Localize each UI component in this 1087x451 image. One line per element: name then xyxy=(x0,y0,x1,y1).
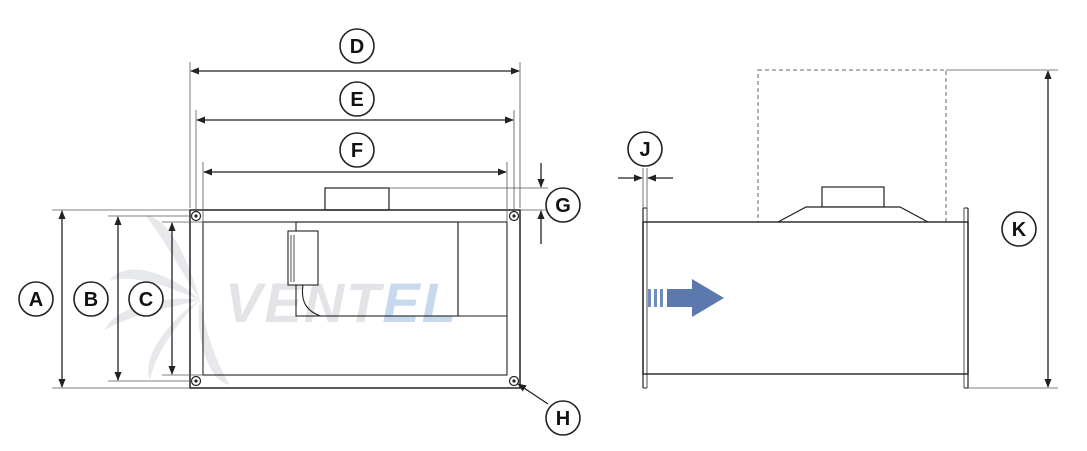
extension-lines-side xyxy=(642,69,1058,389)
callout-k-label: K xyxy=(1012,219,1027,241)
callout-g-label: G xyxy=(555,195,571,217)
callout-h: H xyxy=(545,400,581,436)
front-frame xyxy=(189,209,521,389)
side-top-stub xyxy=(821,186,885,208)
side-top-hood xyxy=(777,206,929,223)
callout-a: A xyxy=(18,281,54,317)
dimension-lines-front xyxy=(58,67,549,405)
callout-f-label: F xyxy=(351,140,363,162)
terminal-box xyxy=(287,230,319,286)
callout-e: E xyxy=(339,81,375,117)
callout-f: F xyxy=(339,132,375,168)
callout-c-label: C xyxy=(139,289,153,311)
callout-h-label: H xyxy=(556,408,570,430)
cable xyxy=(301,284,321,317)
callout-b-label: B xyxy=(84,289,98,311)
watermark-text-el: EL xyxy=(382,271,458,334)
callout-e-label: E xyxy=(350,89,363,111)
callout-a-label: A xyxy=(29,289,43,311)
callout-d-label: D xyxy=(350,36,364,58)
callout-j: J xyxy=(627,131,663,167)
extension-lines-front xyxy=(52,62,548,389)
fan-watermark-icon xyxy=(105,215,230,385)
callout-d: D xyxy=(339,28,375,64)
callout-c: C xyxy=(128,281,164,317)
svg-text:VENTEL: VENTEL xyxy=(225,271,458,334)
top-duct-stub xyxy=(324,187,390,211)
front-view xyxy=(189,187,521,389)
callout-b: B xyxy=(73,281,109,317)
airflow-arrow-icon xyxy=(648,279,724,317)
callout-j-label: J xyxy=(639,139,650,161)
callouts: A B C D E F G H xyxy=(18,28,1037,436)
callout-k: K xyxy=(1001,211,1037,247)
callout-g: G xyxy=(545,187,581,223)
side-view xyxy=(642,69,969,389)
dimension-lines-side xyxy=(618,70,1052,388)
leader-h xyxy=(517,383,549,405)
